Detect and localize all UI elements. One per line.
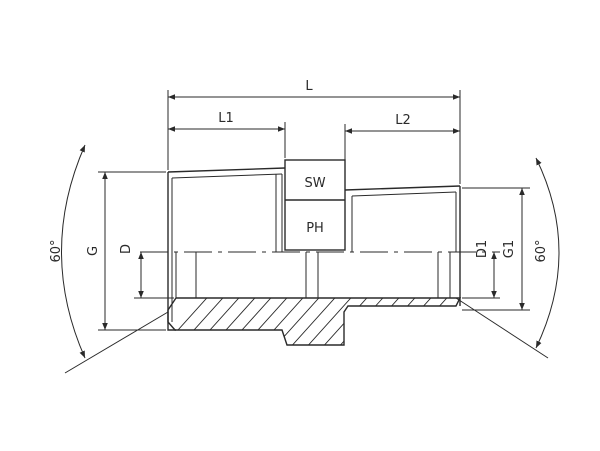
label-G: G (86, 246, 101, 256)
dim-bore-left: D (119, 244, 174, 299)
label-PH: PH (306, 221, 324, 236)
label-D: D (119, 244, 134, 254)
dim-thread-left: G (86, 171, 166, 331)
dim-bore-right: D1 (462, 240, 500, 299)
dim-thread-right: G1 (462, 187, 530, 311)
angle-right: 60° (455, 157, 560, 359)
label-angle-right: 60° (534, 239, 549, 262)
dim-length-1: L1 (168, 111, 286, 158)
hatched-section (167, 297, 462, 346)
label-SW: SW (304, 176, 325, 191)
angle-left: 60° (49, 144, 169, 374)
label-L: L (305, 79, 313, 94)
label-L1: L1 (218, 111, 234, 126)
fitting-body (167, 159, 461, 331)
label-D1: D1 (475, 240, 490, 258)
label-angle-left: 60° (49, 239, 64, 262)
label-L2: L2 (395, 113, 411, 128)
dim-length-2: L2 (344, 113, 460, 188)
label-G1: G1 (502, 240, 517, 258)
